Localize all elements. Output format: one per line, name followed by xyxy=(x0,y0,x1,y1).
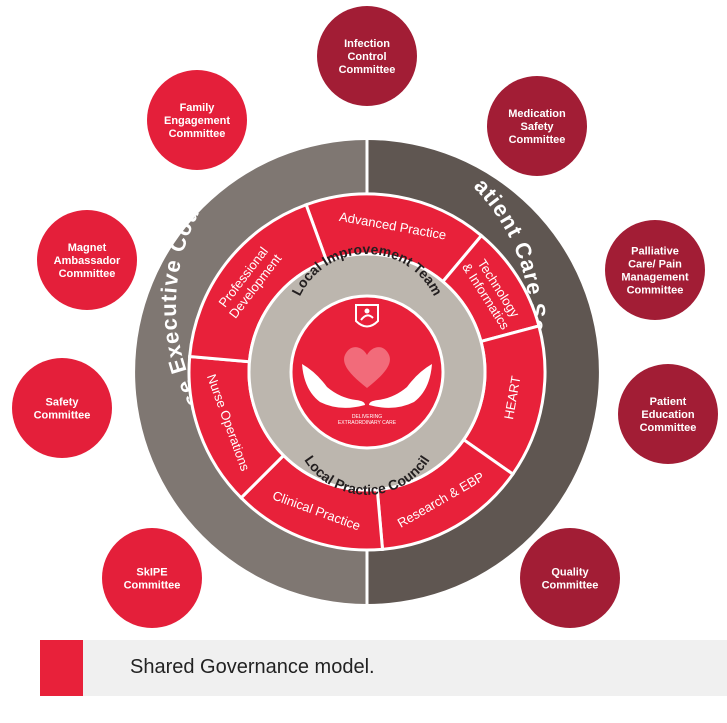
patient-care-services-council-ring[interactable] xyxy=(367,140,599,604)
center-hub: Local Improvement Team Local Practice Co… xyxy=(247,241,487,498)
heart-icon xyxy=(344,347,390,388)
figure-caption: Shared Governance model. xyxy=(130,656,375,678)
logo-tagline-line1: DELIVERING xyxy=(352,414,382,420)
logo-tagline-line2: EXTRAORDINARY CARE xyxy=(338,420,397,426)
committee-circle xyxy=(37,210,137,310)
shield-logo-icon xyxy=(355,304,379,328)
committee-circle xyxy=(12,358,112,458)
committee-circle xyxy=(520,528,620,628)
committee-circle xyxy=(102,528,202,628)
governance-diagram: Nurse Executive Council Patient Care Ser… xyxy=(12,6,718,628)
caption-accent-swatch xyxy=(40,640,83,696)
right-hand-icon xyxy=(369,364,432,408)
committee-circle xyxy=(605,220,705,320)
committee-circle xyxy=(317,6,417,106)
left-hand-icon xyxy=(302,364,365,408)
committee-circle xyxy=(487,76,587,176)
nurse-executive-council-ring[interactable] xyxy=(135,140,367,604)
committee-circle xyxy=(147,70,247,170)
committee-circle xyxy=(618,364,718,464)
caption-bar xyxy=(40,640,727,696)
